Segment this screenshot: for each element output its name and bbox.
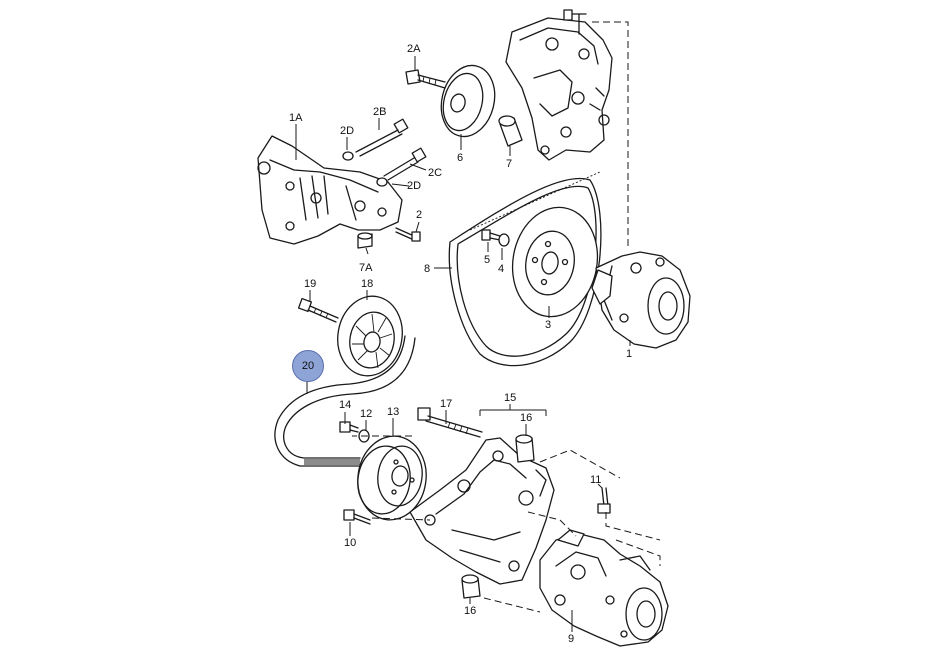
label-2d-lower: 2D — [407, 180, 422, 192]
label-18: 18 — [361, 278, 374, 290]
bolt-2b-icon — [355, 118, 409, 157]
label-2a: 2A — [407, 43, 421, 55]
label-5: 5 — [484, 254, 491, 266]
bolt-14-icon — [339, 421, 359, 433]
label-10: 10 — [344, 537, 357, 549]
bracket-15-icon — [409, 437, 555, 585]
bolt-11-icon — [597, 487, 611, 514]
pump-9-icon — [539, 529, 669, 647]
bracket-1a-icon — [257, 135, 403, 245]
label-16-upper: 16 — [520, 412, 533, 424]
label-12: 12 — [360, 408, 373, 420]
washer-2d-icon — [342, 151, 354, 161]
bolt-2a-icon — [405, 69, 446, 89]
label-7: 7 — [506, 158, 513, 170]
pulley-6-icon — [440, 64, 496, 138]
washer-4-icon — [498, 233, 510, 247]
label-7a: 7A — [359, 262, 373, 274]
label-14: 14 — [339, 399, 352, 411]
bolt-10-icon — [343, 509, 371, 525]
tensioner-18-icon — [337, 295, 403, 377]
pulley-13-icon — [357, 435, 427, 521]
bolt-5-icon — [481, 229, 501, 241]
spacer-7-icon — [498, 115, 523, 147]
label-2d-upper: 2D — [340, 125, 355, 137]
label-2: 2 — [416, 209, 423, 221]
label-13: 13 — [387, 406, 400, 418]
label-11: 11 — [590, 474, 602, 486]
bolt-19-icon — [297, 297, 339, 323]
washer-2d-b-icon — [376, 177, 388, 187]
label-6: 6 — [457, 152, 464, 164]
label-1a: 1A — [289, 112, 303, 124]
label-17: 17 — [440, 398, 453, 410]
bolt-2c-icon — [383, 147, 427, 181]
label-19: 19 — [304, 278, 317, 290]
label-8: 8 — [424, 263, 431, 275]
highlighted-part-20-badge[interactable]: 20 — [292, 350, 324, 382]
pump-1-icon — [591, 251, 691, 349]
spacer-7a-icon — [357, 232, 373, 249]
label-1: 1 — [626, 348, 633, 360]
spacer-16-icon — [515, 434, 535, 463]
label-16-lower: 16 — [464, 605, 477, 617]
label-2c: 2C — [428, 167, 443, 179]
label-3: 3 — [545, 319, 552, 331]
label-15: 15 — [504, 392, 517, 404]
bolt-2-icon — [395, 227, 421, 242]
belt-8-icon — [448, 171, 602, 367]
spacer-16-lower-icon — [461, 574, 481, 599]
label-9: 9 — [568, 633, 575, 645]
label-2b: 2B — [373, 106, 387, 118]
label-4: 4 — [498, 263, 505, 275]
bolt-17-icon — [417, 407, 483, 438]
upper-bracket-icon — [505, 9, 613, 161]
